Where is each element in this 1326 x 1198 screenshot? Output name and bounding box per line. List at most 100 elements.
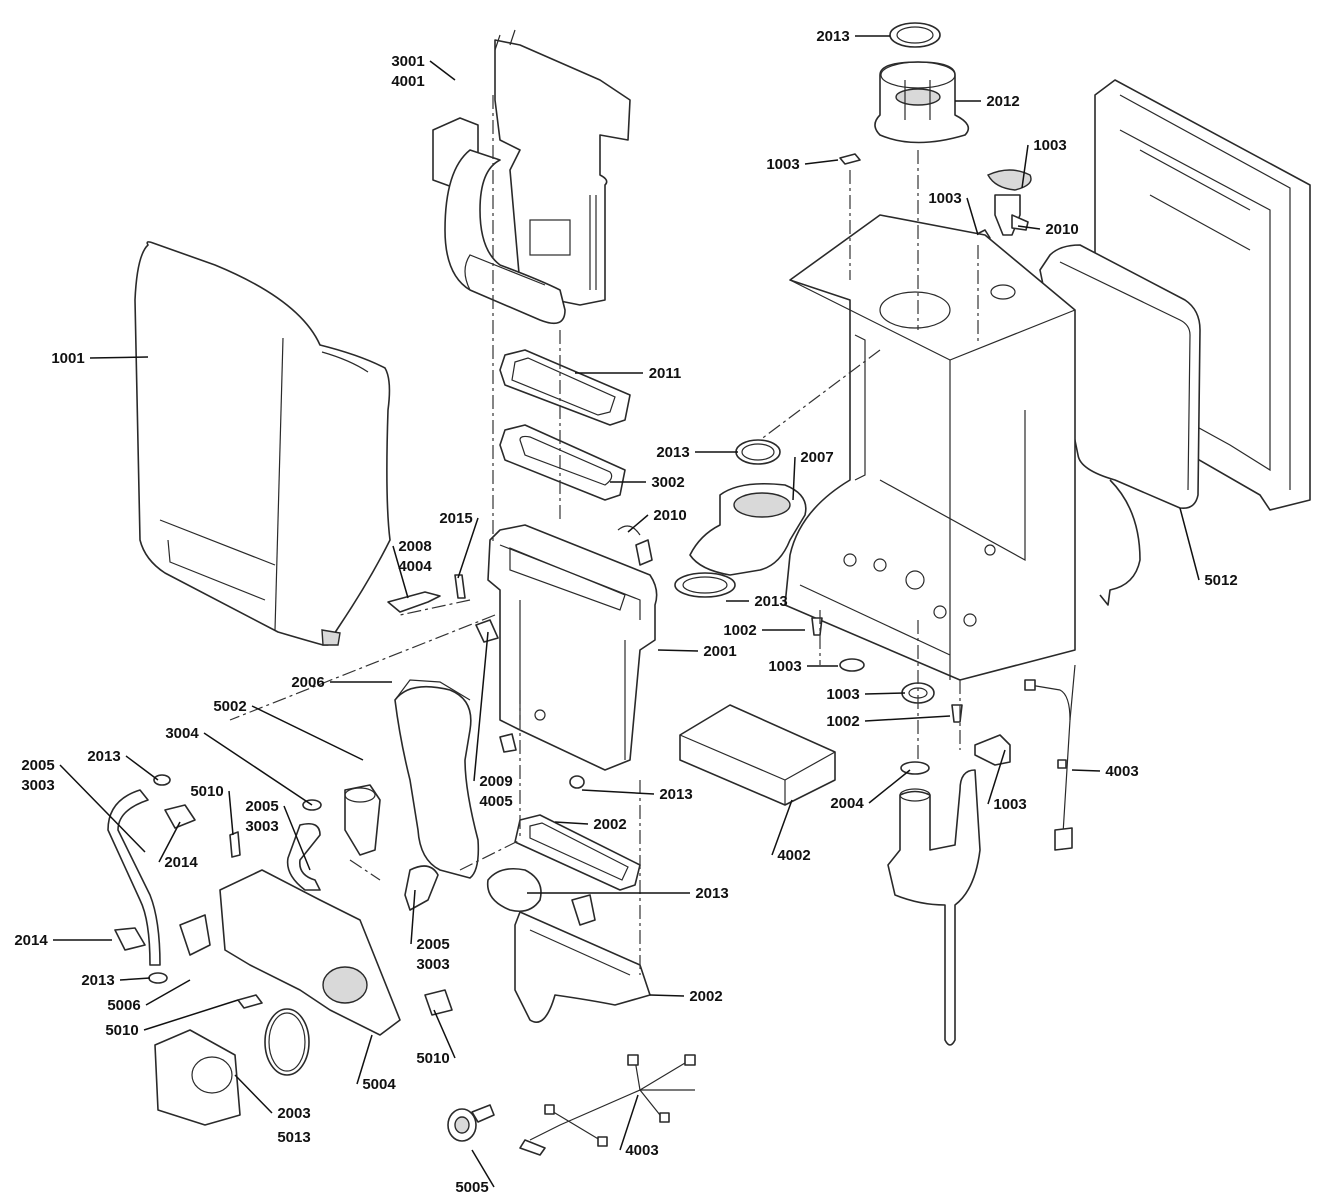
callout-4001-label: 4001 xyxy=(391,73,424,90)
leader-line-4003 xyxy=(1071,769,1101,772)
flue-adaptor-part xyxy=(874,61,970,144)
callout-1003-label: 1003 xyxy=(993,796,1026,813)
callout-3003-label: 3003 xyxy=(245,818,278,835)
bracket-part xyxy=(974,734,1011,766)
wiring-harness-part xyxy=(1024,664,1076,851)
leader-line-2005 xyxy=(59,764,146,853)
leader-line-2009 xyxy=(473,631,489,782)
burner-tray-part xyxy=(514,894,651,1023)
callout-1003-label: 1003 xyxy=(826,686,859,703)
leader-line-3001 xyxy=(429,60,456,81)
callout-3002-label: 3002 xyxy=(651,474,684,491)
callout-4003-label: 4003 xyxy=(625,1142,658,1159)
heat-exchanger-part xyxy=(487,524,658,771)
callout-5004-label: 5004 xyxy=(362,1076,396,1093)
callout-4004-label: 4004 xyxy=(398,558,432,575)
callout-4002-label: 4002 xyxy=(777,847,810,864)
callout-5013-label: 5013 xyxy=(277,1129,310,1146)
clip-part-2008 xyxy=(387,591,441,613)
callout-2009-label: 2009 xyxy=(479,773,512,790)
leader-line-4002 xyxy=(771,799,793,856)
callout-2013-label: 2013 xyxy=(816,28,849,45)
callout-2011-label: 2011 xyxy=(649,365,682,382)
clip-part-5010 xyxy=(229,831,453,1016)
callout-labels: 2013201230014001100310031003201010012011… xyxy=(14,28,1237,1196)
leader-line-2013 xyxy=(581,789,655,795)
leader-line-1003 xyxy=(966,197,979,236)
callout-2002-label: 2002 xyxy=(593,816,626,833)
leader-line-2005 xyxy=(283,805,311,871)
leader-line-5010 xyxy=(228,790,234,836)
callout-2010-label: 2010 xyxy=(653,507,686,524)
leader-line-3004 xyxy=(203,732,313,806)
clip-part-2014 xyxy=(114,804,196,951)
leader-line-1001 xyxy=(89,356,149,359)
callout-2001-label: 2001 xyxy=(703,643,736,660)
leader-line-2005 xyxy=(410,889,416,945)
callout-5010-label: 5010 xyxy=(105,1022,138,1039)
leader-line-1003 xyxy=(804,159,839,165)
leader-line-2001 xyxy=(657,649,699,652)
air-duct-part xyxy=(394,679,480,879)
leader-line-5010 xyxy=(143,999,239,1031)
wiring-harness-part-bottom xyxy=(519,1054,696,1156)
callout-2013-label: 2013 xyxy=(81,972,114,989)
callout-1003-label: 1003 xyxy=(768,658,801,675)
callout-2004-label: 2004 xyxy=(830,795,864,812)
callout-5006-label: 5006 xyxy=(107,997,140,1014)
callout-1003-label: 1003 xyxy=(1033,137,1066,154)
callout-2015-label: 2015 xyxy=(439,510,472,527)
leader-lines xyxy=(53,35,1200,1188)
sump-part xyxy=(674,482,807,598)
leader-line-2004 xyxy=(868,769,911,804)
clip-part-2010 xyxy=(617,525,641,536)
leader-line-1003 xyxy=(987,749,1006,805)
callout-4005-label: 4005 xyxy=(479,793,512,810)
callout-5002-label: 5002 xyxy=(213,698,246,715)
callout-2003-label: 2003 xyxy=(277,1105,310,1122)
chassis-part xyxy=(784,214,1076,681)
callout-1003-label: 1003 xyxy=(928,190,961,207)
callout-5010-label: 5010 xyxy=(190,783,223,800)
oring-part xyxy=(264,1008,310,1076)
callout-5005-label: 5005 xyxy=(455,1179,488,1196)
siphon-part xyxy=(887,761,981,1046)
control-box-part xyxy=(679,704,836,806)
callout-2014-label: 2014 xyxy=(14,932,48,949)
pipe-part-2005-right xyxy=(404,865,439,911)
callout-2013-label: 2013 xyxy=(659,786,692,803)
leader-line-2013 xyxy=(125,755,159,781)
washer-part xyxy=(839,658,935,704)
pressure-sensor-part xyxy=(447,1104,495,1142)
leader-line-2007 xyxy=(792,456,796,501)
leader-line-2002 xyxy=(649,994,685,997)
callout-2007-label: 2007 xyxy=(800,449,833,466)
callout-2005-label: 2005 xyxy=(21,757,54,774)
clip-part-2009 xyxy=(475,619,517,753)
leader-line-2010 xyxy=(1017,225,1041,230)
leader-line-2008 xyxy=(392,545,409,599)
expansion-vessel-part xyxy=(1039,244,1201,606)
callout-2002-label: 2002 xyxy=(689,988,722,1005)
leader-line-2002 xyxy=(554,821,589,825)
callout-2005-label: 2005 xyxy=(416,936,449,953)
callout-1002-label: 1002 xyxy=(826,713,859,730)
callout-2005-label: 2005 xyxy=(245,798,278,815)
front-cover-part xyxy=(134,241,391,646)
leader-line-1003 xyxy=(864,692,906,695)
callout-3001-label: 3001 xyxy=(391,53,424,70)
leader-line-1003 xyxy=(1021,144,1029,189)
leader-line-5005 xyxy=(471,1149,495,1188)
leader-line-4003 xyxy=(619,1094,639,1151)
gasket-part xyxy=(499,349,631,426)
clip-part-2015 xyxy=(454,574,466,599)
callout-3003-label: 3003 xyxy=(416,956,449,973)
callout-5012-label: 5012 xyxy=(1204,572,1237,589)
callout-3003-label: 3003 xyxy=(21,777,54,794)
callout-2008-label: 2008 xyxy=(398,538,431,555)
leader-line-2010 xyxy=(627,514,649,533)
electrode-part xyxy=(344,784,381,856)
flue-seal-part xyxy=(889,22,941,48)
leader-line-2013 xyxy=(119,977,151,981)
